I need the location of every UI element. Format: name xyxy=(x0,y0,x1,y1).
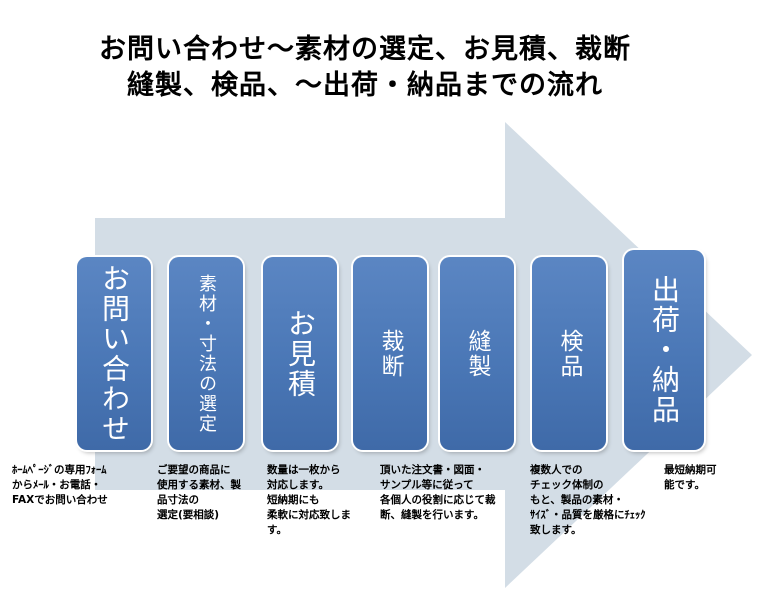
step-shipping: 出荷・納品 xyxy=(624,250,704,450)
step-cutting-description: 頂いた注文書・図面・ サンプル等に従って 各個人の役割に応じて裁 断、縫製を行い… xyxy=(380,464,496,521)
step-inquiry-description: ﾎｰﾑﾍﾟｰｼﾞの専用ﾌｫｰﾑ からﾒｰﾙ・お電話・ FAXでお問い合わせ xyxy=(12,464,108,506)
step-shipping-label: 出荷・納品 xyxy=(648,275,681,425)
step-cutting: 裁断 xyxy=(353,257,427,450)
step-shipping-description: 最短納期可 能です。 xyxy=(664,464,717,491)
step-sewing-label: 縫製 xyxy=(464,328,490,379)
step-estimate-description: 数量は一枚から 対応します。 短納期にも 柔軟に対応致しま す。 xyxy=(267,464,351,536)
step-cutting-label: 裁断 xyxy=(377,328,403,379)
step-material-selection-label: 素材・寸法の選定 xyxy=(196,273,217,434)
step-material-selection: 素材・寸法の選定 xyxy=(169,257,243,450)
step-inspection-description: 複数人での チェック体制の もと、製品の素材・ ｻｲｽﾞ・品質を厳格にﾁｪｯｸ … xyxy=(530,464,646,536)
step-estimate: お見積 xyxy=(263,257,337,450)
step-inspection-label: 検品 xyxy=(556,328,582,379)
step-inspection: 検品 xyxy=(532,257,606,450)
step-material-selection-description: ご要望の商品に 使用する素材、製 品寸法の 選定(要相談) xyxy=(157,464,241,521)
step-inquiry: お問い合わせ xyxy=(77,257,151,450)
diagram-title-line2: 縫製、検品、～出荷・納品までの流れ xyxy=(127,70,603,101)
step-sewing: 縫製 xyxy=(440,257,514,450)
step-inquiry-label: お問い合わせ xyxy=(98,263,131,444)
step-estimate-label: お見積 xyxy=(284,308,317,399)
diagram-title-line1: お問い合わせ～素材の選定、お見積、裁断 xyxy=(99,34,631,65)
